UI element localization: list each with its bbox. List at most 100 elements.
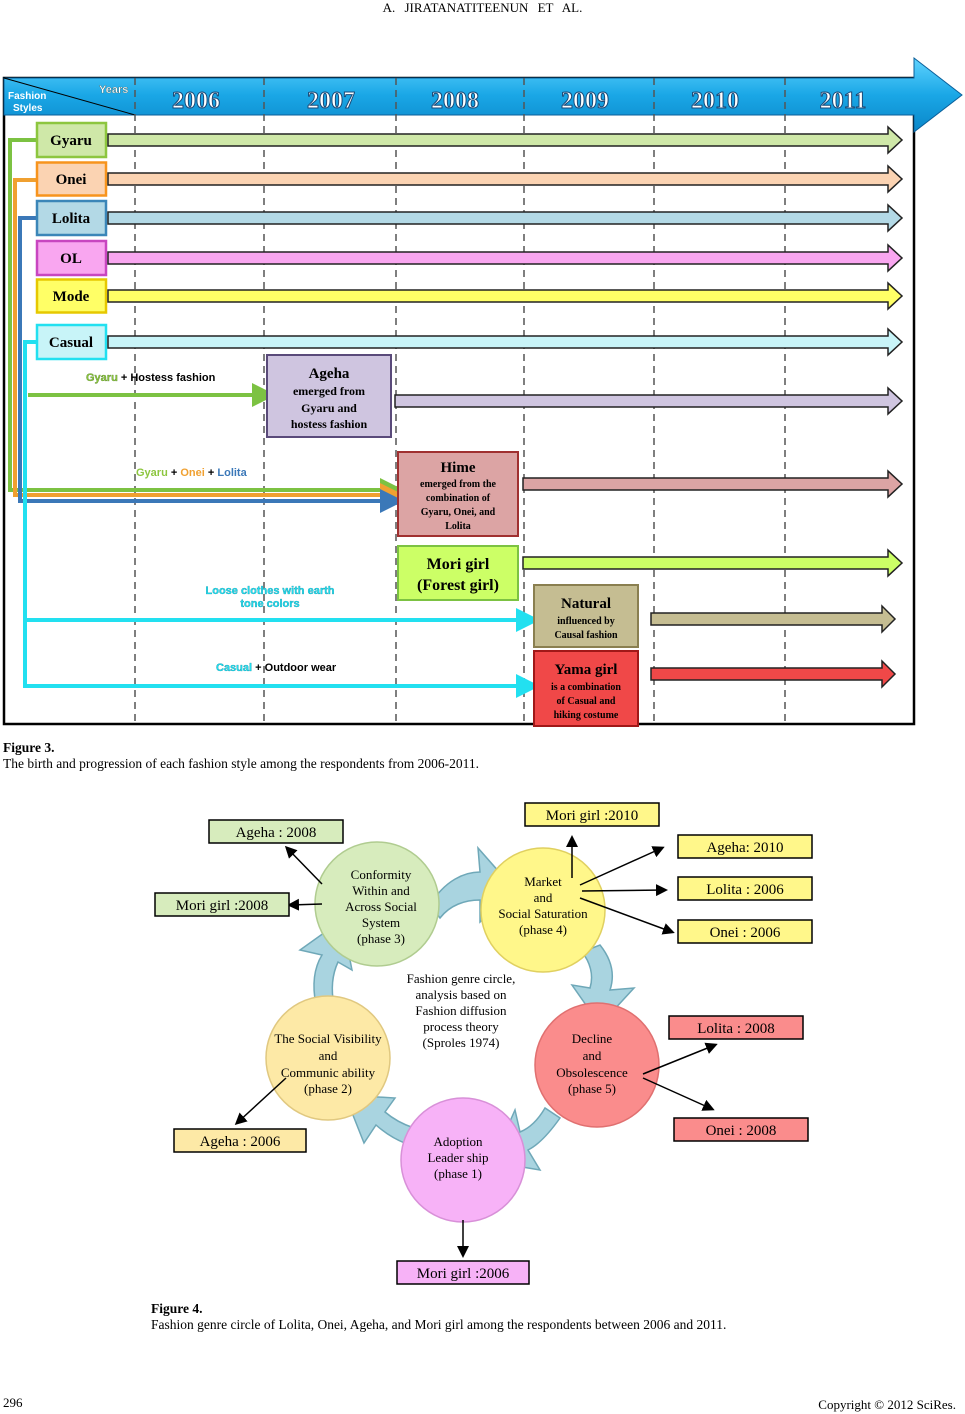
ageha-desc-3: hostess fashion bbox=[291, 417, 368, 431]
phase-3-line-3: Across Social bbox=[345, 899, 417, 914]
figure-4-caption: Figure 4. Fashion genre circle of Lolita… bbox=[151, 1301, 841, 1333]
phase-5-line-4: (phase 5) bbox=[568, 1081, 616, 1096]
hime-desc-3: Gyaru, Onei, and bbox=[421, 507, 496, 518]
lolita-to-hime-connector bbox=[18, 216, 404, 513]
center-line-4: process theory bbox=[423, 1019, 499, 1034]
year-2006: 2006 bbox=[172, 88, 220, 114]
phase-2-line-4: (phase 2) bbox=[304, 1081, 352, 1096]
corner-styles-label-2: Styles bbox=[13, 103, 43, 114]
gyaru-style-label: Gyaru bbox=[50, 133, 92, 149]
page-number: 296 bbox=[3, 1395, 23, 1410]
phase-2-line-1: The Social Visibility bbox=[274, 1031, 382, 1046]
gyaru-style-box bbox=[35, 121, 108, 159]
gyaru-timeline-arrow bbox=[107, 125, 904, 155]
casual-style-label: Casual bbox=[49, 335, 93, 351]
lolita-style-box bbox=[35, 199, 108, 237]
phase-4-line-2: and bbox=[534, 890, 553, 905]
pointer-ageha-2006 bbox=[234, 1077, 287, 1126]
phase-3-line-1: Conformity bbox=[351, 867, 412, 882]
center-line-3: Fashion diffusion bbox=[415, 1003, 507, 1018]
phase-5-line-2: and bbox=[583, 1048, 602, 1063]
natural-arrow bbox=[650, 604, 897, 634]
ol-style-box bbox=[35, 239, 108, 277]
onei-style-box bbox=[35, 161, 108, 197]
casual-timeline-arrow bbox=[107, 327, 904, 357]
phase-4-line-4: (phase 4) bbox=[519, 922, 567, 937]
natural-box bbox=[533, 584, 639, 648]
phase-2-line-3: Communic ability bbox=[281, 1065, 376, 1080]
ol-timeline-arrow bbox=[107, 243, 904, 273]
label-lolita-2006: Lolita : 2006 bbox=[706, 882, 784, 898]
year-2011: 2011 bbox=[820, 88, 867, 114]
mode-style-box bbox=[35, 278, 108, 314]
casual-to-yama-connector bbox=[23, 340, 540, 698]
year-2007: 2007 bbox=[307, 88, 355, 114]
year-2009: 2009 bbox=[561, 88, 609, 114]
years-banner-arrow bbox=[3, 56, 963, 134]
label-ageha-2010-box bbox=[677, 834, 813, 859]
pointer-lolita-2006 bbox=[581, 884, 668, 897]
label-onei-2006: Onei : 2006 bbox=[710, 925, 781, 941]
natural-title: Natural bbox=[561, 596, 611, 612]
center-line-2: analysis based on bbox=[416, 987, 507, 1002]
yama-girl-desc-1: is a combination bbox=[551, 682, 621, 693]
mode-style-label: Mode bbox=[53, 289, 90, 305]
figure-3-caption: Figure 3. The birth and progression of e… bbox=[3, 740, 943, 772]
onei-timeline-arrow bbox=[107, 164, 904, 194]
ol-style-label: OL bbox=[60, 251, 82, 267]
mori-girl-title: Mori girl bbox=[427, 556, 490, 573]
pointer-onei-2008 bbox=[642, 1077, 715, 1111]
label-mori-2006: Mori girl :2006 bbox=[417, 1266, 510, 1282]
yama-origin-label: Casual + Outdoor wear bbox=[216, 662, 337, 674]
mori-girl-arrow bbox=[522, 548, 904, 578]
label-ageha-2006-box bbox=[173, 1128, 307, 1153]
phase-4-circle bbox=[480, 847, 606, 973]
yama-girl-title: Yama girl bbox=[555, 662, 618, 678]
hime-desc-1: emerged from the bbox=[420, 479, 496, 490]
yama-girl-box bbox=[533, 650, 639, 727]
corner-styles-label: Fashion bbox=[8, 91, 46, 102]
label-mori-2008-box bbox=[154, 892, 290, 917]
lolita-style-label: Lolita bbox=[52, 211, 91, 227]
label-ageha-2006: Ageha : 2006 bbox=[200, 1134, 281, 1150]
figure-3-caption-title: Figure 3. bbox=[3, 740, 55, 755]
label-mori-2010: Mori girl :2010 bbox=[546, 808, 639, 824]
label-lolita-2008-box bbox=[668, 1015, 804, 1040]
phase-3-line-4: System bbox=[362, 915, 400, 930]
figure-3-timeline: Years Fashion Styles 2006 2007 2008 2009… bbox=[2, 56, 963, 727]
label-onei-2008-box bbox=[673, 1117, 809, 1142]
corner-years-label: Years bbox=[99, 84, 128, 96]
running-head: A. JIRATANATITEENUN ET AL. bbox=[382, 0, 583, 15]
figure-4-caption-title: Figure 4. bbox=[151, 1301, 203, 1316]
mori-girl-subtitle: (Forest girl) bbox=[417, 577, 499, 594]
natural-desc-2: Causal fashion bbox=[554, 630, 618, 641]
phase-2-line-2: and bbox=[319, 1048, 338, 1063]
pointer-mori-2008 bbox=[287, 898, 323, 911]
label-ageha-2008: Ageha : 2008 bbox=[236, 825, 317, 841]
ageha-arrow bbox=[394, 386, 904, 416]
label-onei-2008: Onei : 2008 bbox=[706, 1123, 777, 1139]
phase-2-circle bbox=[265, 995, 391, 1121]
year-2008: 2008 bbox=[431, 88, 479, 114]
gyaru-to-hime-connector bbox=[8, 138, 404, 502]
mori-girl-box bbox=[397, 545, 519, 601]
pointer-ageha-2008 bbox=[284, 845, 323, 885]
onei-style-label: Onei bbox=[56, 172, 87, 188]
label-mori-2006-box bbox=[396, 1260, 530, 1285]
phase-1-line-3: (phase 1) bbox=[434, 1166, 482, 1181]
copyright: Copyright © 2012 SciRes. bbox=[818, 1397, 956, 1412]
hime-arrow bbox=[522, 469, 904, 499]
casual-style-box bbox=[35, 323, 108, 361]
center-line-1: Fashion genre circle, bbox=[407, 971, 516, 986]
corner-divider bbox=[3, 77, 136, 116]
yama-girl-desc-3: hiking costume bbox=[554, 710, 619, 721]
phase-5-line-3: Obsolescence bbox=[556, 1065, 628, 1080]
phase-4-line-3: Social Saturation bbox=[498, 906, 588, 921]
figure-3-caption-text: The birth and progression of each fashio… bbox=[3, 756, 480, 771]
year-2010: 2010 bbox=[691, 88, 739, 114]
label-mori-2008: Mori girl :2008 bbox=[176, 898, 269, 914]
pointer-ageha-2010 bbox=[579, 846, 665, 886]
ageha-origin-label: Gyaru + Hostess fashion bbox=[86, 372, 216, 384]
natural-desc-1: influenced by bbox=[557, 616, 615, 627]
